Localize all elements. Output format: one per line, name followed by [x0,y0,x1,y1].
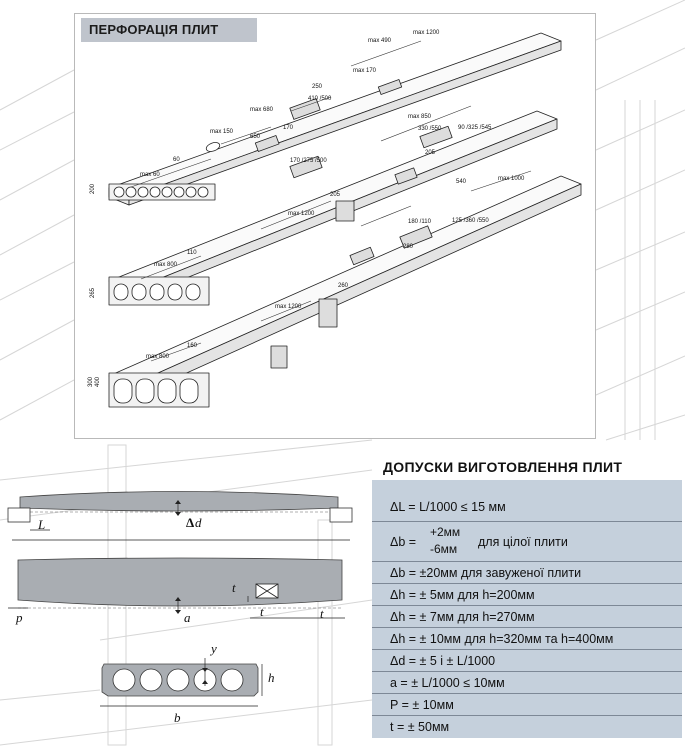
tolerance-row-text: a = ± L/1000 ≤ 10мм [390,676,505,690]
tolerance-row-text: ΔL = L/1000 ≤ 15 мм [390,500,506,514]
tolerance-row: Δd = ± 5 і ± L/1000 [372,650,682,672]
dim-max1200c: max 1200 [275,304,302,310]
dim-170b: 170 /275 /500 [290,158,327,164]
dim-260: 260 [338,283,349,289]
label-t-mid: t [260,604,264,619]
label-y: y [211,641,217,656]
cross-section-diagram [100,658,263,707]
label-p: p [16,610,23,625]
label-t-top: t [232,580,236,595]
dim-180: 180 /110 [408,219,431,225]
tolerance-row: Δh = ± 5мм для h=200мм [372,584,682,606]
tolerance-row-prefix: Δb = [390,535,417,549]
dim-max850: max 850 [408,114,432,120]
perforation-panel [74,13,596,439]
tolerance-row: t = ± 50мм [372,716,682,738]
tolerance-row: Δh = ± 7мм для h=270мм [372,606,682,628]
label-h: h [268,670,275,685]
dim-250: 250 [312,84,323,90]
tolerance-row-text: Δh = ± 7мм для h=270мм [390,610,535,624]
dim-330: 330 /550 [418,126,442,132]
tolerance-row: Δh = ± 10мм для h=320мм та h=400мм [372,628,682,650]
dim-max800b: max 800 [146,354,170,360]
tolerance-row: P = ± 10мм [372,694,682,716]
dim-max1000: max 1000 [498,176,525,182]
tolerance-row: Δb = +2мм -6мм для цілої плити [372,522,682,562]
dim-max1200: max 1200 [413,30,440,36]
tolerance-row: ΔL = L/1000 ≤ 15 мм [372,480,682,522]
label-L: L [38,517,46,532]
slab-300-400 [108,175,582,408]
tolerance-row-text: Δh = ± 10мм для h=320мм та h=400мм [390,632,614,646]
dim-205: 205 [425,150,436,156]
tolerance-row-suffix: для цілої плити [478,535,568,549]
tolerance-row: a = ± L/1000 ≤ 10мм [372,672,682,694]
dim-410: 410 /500 [308,96,332,102]
dim-max680: max 680 [250,107,274,113]
label-b: b [174,710,181,725]
width-diagram [8,557,345,619]
tolerance-row-bottom: -6мм [430,542,458,556]
dim-280: 280 [403,244,414,250]
label-delta-symbol: Δ [186,515,195,530]
dim-160: 160 [187,343,198,349]
label-t-right: t [320,606,324,621]
dim-205b: 205 [330,192,341,198]
tolerance-row-text: P = ± 10мм [390,698,454,712]
dim-max800: max 800 [154,262,178,268]
deflection-diagram [7,491,353,541]
dim-max1200b: max 1200 [288,211,315,217]
dim-650: 650 [250,134,261,140]
tolerances-table: ΔL = L/1000 ≤ 15 мм Δb = +2мм -6мм для ц… [372,480,682,738]
dim-125: 125 /360 /550 [452,218,489,224]
label-a: a [184,610,191,625]
dim-max150: max 150 [210,129,234,135]
dim-90: 90 /325 /545 [458,125,492,131]
dim-max60: max 60 [140,172,160,178]
tolerances-title: ДОПУСКИ ВИГОТОВЛЕННЯ ПЛИТ [383,459,623,475]
slab-200 [108,32,562,206]
tolerance-row-text: t = ± 50мм [390,720,450,734]
perforation-title: ПЕРФОРАЦІЯ ПЛИТ [89,22,219,37]
dim-60: 60 [173,157,180,163]
hollow-core-slabs-drawing [108,32,582,408]
tolerance-row-text: Δb = ±20мм для завуженої плити [390,566,582,580]
dim-110: 110 [187,250,197,256]
dim-max490: max 490 [368,38,392,44]
dim-170: 170 [283,125,294,131]
perforation-title-bar: ПЕРФОРАЦІЯ ПЛИТ [81,18,257,42]
dim-max170: max 170 [353,68,377,74]
tolerance-row-text: Δd = ± 5 і ± L/1000 [390,654,496,668]
tolerance-row-top: +2мм [430,525,461,539]
tolerance-row: Δb = ±20мм для завуженої плити [372,562,682,584]
tolerance-row-text: Δh = ± 5мм для h=200мм [390,588,535,602]
slab-265 [108,110,558,306]
label-delta-d: d [195,515,202,530]
dim-540: 540 [456,179,467,185]
